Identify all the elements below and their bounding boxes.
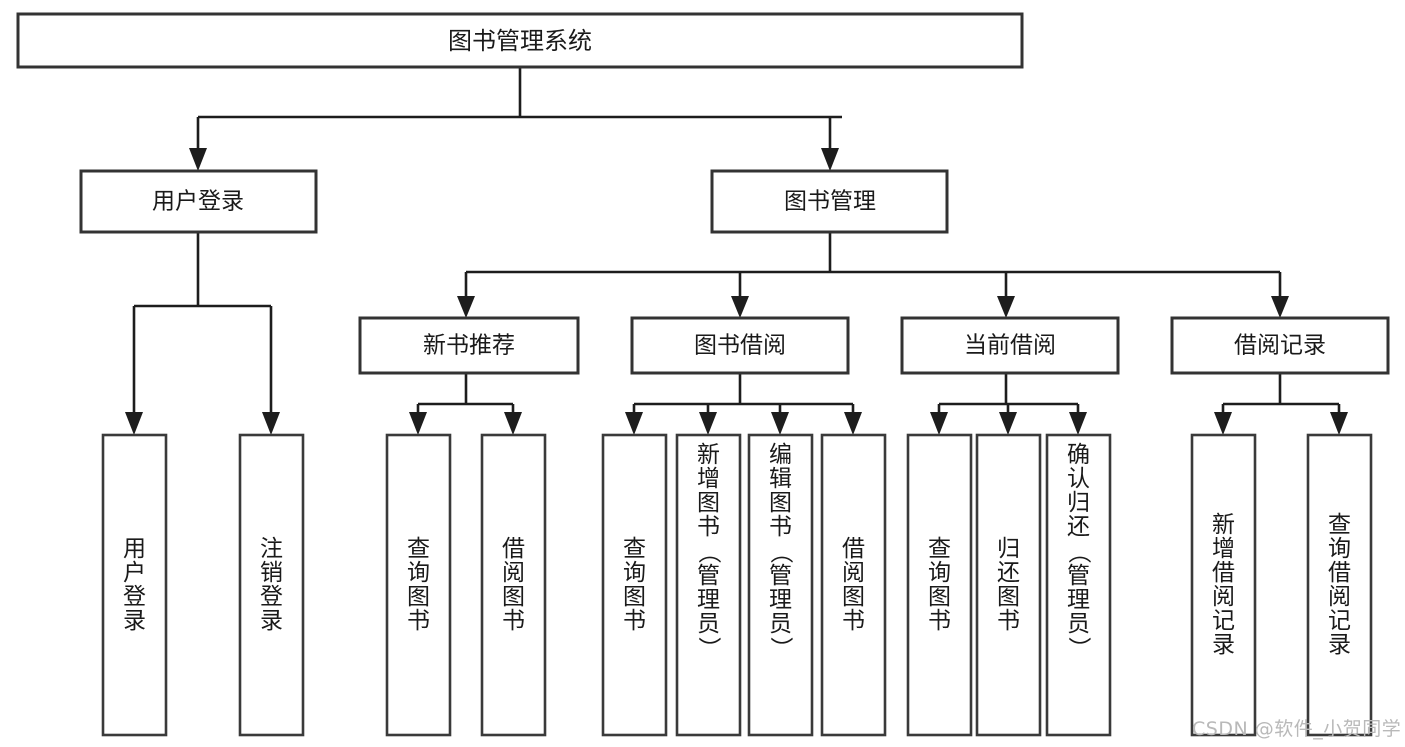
connector-group-newbook-to-leaves: [409, 373, 522, 435]
node-borrow-record[interactable]: 借阅记录: [1170, 316, 1390, 375]
node-user-login-box[interactable]: [79, 169, 318, 234]
arrowhead-borrowrecord: [1271, 296, 1289, 318]
arrowhead-leaf-addbook: [699, 412, 717, 435]
leaf-query-book-3-box[interactable]: [906, 433, 973, 737]
node-root[interactable]: 图书管理系统: [16, 12, 1024, 69]
node-root-label: 图书管理系统: [448, 27, 592, 55]
arrowhead-leaf-userlogin: [125, 412, 143, 435]
arrowhead-leaf-queryrecord: [1330, 412, 1348, 435]
node-borrow-record-box[interactable]: [1170, 316, 1390, 375]
connector-group-root-to-level2: [189, 67, 842, 171]
leaf-boxes-group: [101, 433, 1373, 737]
node-book-manage[interactable]: 图书管理: [710, 169, 949, 234]
arrowhead-bookborrow: [731, 296, 749, 318]
arrowhead-leaf-borrow-1: [504, 412, 522, 435]
leaf-logout-box[interactable]: [238, 433, 305, 737]
node-book-borrow-label: 图书借阅: [694, 333, 786, 359]
node-book-manage-box[interactable]: [710, 169, 949, 234]
node-user-login-label: 用户登录: [152, 189, 244, 215]
arrowhead-leaf-borrow-2: [844, 412, 862, 435]
leaf-query-record-box[interactable]: [1306, 433, 1373, 737]
arrowhead-leaf-addrecord: [1214, 412, 1232, 435]
leaf-add-book-box[interactable]: [675, 433, 742, 737]
node-book-borrow-box[interactable]: [630, 316, 850, 375]
arrowhead-leaf-query-2: [625, 412, 643, 435]
arrowhead-leaf-query-3: [930, 412, 948, 435]
leaf-borrow-book-2-box[interactable]: [820, 433, 887, 737]
connector-group-bookborrow-to-leaves: [625, 373, 862, 435]
node-book-borrow[interactable]: 图书借阅: [630, 316, 850, 375]
arrowhead-book-manage: [821, 148, 839, 171]
arrowhead-leaf-logout: [262, 412, 280, 435]
leaf-confirm-return-box[interactable]: [1045, 433, 1112, 737]
node-book-manage-label: 图书管理: [784, 189, 876, 215]
connector-group-bookmanage-to-level3: [457, 232, 1289, 318]
arrowhead-leaf-editbook: [771, 412, 789, 435]
node-new-book-rec-label: 新书推荐: [423, 333, 515, 359]
arrowhead-leaf-confirmreturn: [1069, 412, 1087, 435]
node-current-borrow-label: 当前借阅: [964, 333, 1056, 359]
leaf-add-record-box[interactable]: [1190, 433, 1257, 737]
node-current-borrow-box[interactable]: [900, 316, 1120, 375]
connector-group-userlogin-to-leaves: [125, 232, 280, 435]
node-user-login[interactable]: 用户登录: [79, 169, 318, 234]
node-new-book-rec[interactable]: 新书推荐: [358, 316, 580, 375]
leaf-user-login-box[interactable]: [101, 433, 168, 737]
connector-group-currentborrow-to-leaves: [930, 373, 1087, 435]
leaf-query-book-1-box[interactable]: [385, 433, 452, 737]
connector-group-borrowrecord-to-leaves: [1214, 373, 1348, 435]
leaf-query-book-2-box[interactable]: [601, 433, 668, 737]
node-root-box[interactable]: [16, 12, 1024, 69]
csdn-watermark: CSDN @软件_小贺同学: [1192, 718, 1402, 740]
leaf-borrow-book-1-box[interactable]: [480, 433, 547, 737]
node-current-borrow[interactable]: 当前借阅: [900, 316, 1120, 375]
arrowhead-newbook: [457, 296, 475, 318]
leaf-return-book-box[interactable]: [975, 433, 1042, 737]
arrowhead-user-login: [189, 148, 207, 171]
arrowhead-currentborrow: [997, 296, 1015, 318]
arrowhead-leaf-query-1: [409, 412, 427, 435]
node-new-book-rec-box[interactable]: [358, 316, 580, 375]
arrowhead-leaf-return: [999, 412, 1017, 435]
leaf-edit-book-box[interactable]: [747, 433, 814, 737]
node-borrow-record-label: 借阅记录: [1234, 333, 1326, 359]
